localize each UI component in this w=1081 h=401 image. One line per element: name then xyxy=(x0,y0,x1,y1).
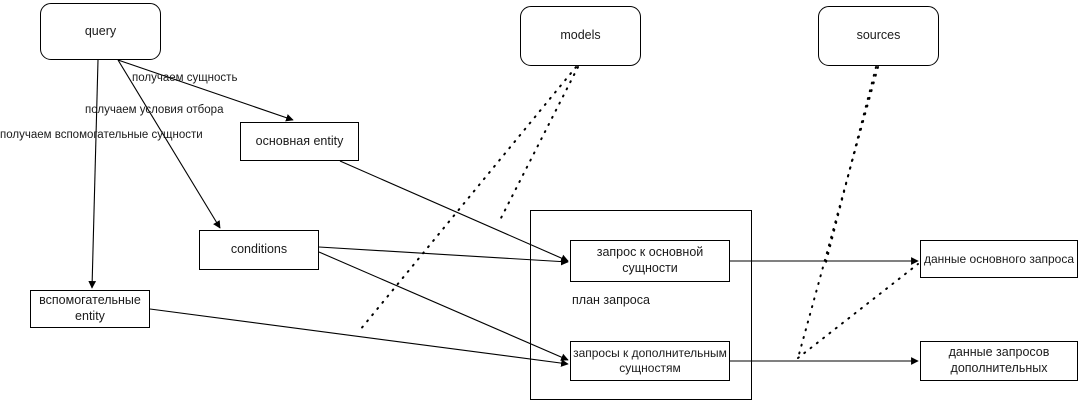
edge-aux-entity-to-extra-queries xyxy=(149,308,569,367)
edge-sources-to-junction xyxy=(797,66,879,359)
node-main-query[interactable]: запрос к основной сущности xyxy=(570,240,730,282)
node-aux-entity-label: вспомогательные entity xyxy=(39,293,141,323)
node-main-data-label: данные основного запроса xyxy=(923,251,1075,266)
edge-sources-to-junction-2 xyxy=(825,66,877,263)
edge-conditions-to-main-query xyxy=(318,246,569,266)
node-conditions-label: conditions xyxy=(230,242,288,257)
edge-label-get-aux-entities: получаем вспомогательные сущности xyxy=(0,129,203,141)
edge-conditions-to-extra-queries xyxy=(318,251,569,361)
node-main-query-label: запрос к основной сущности xyxy=(596,245,704,275)
group-plan xyxy=(530,210,752,400)
node-extra-queries[interactable]: запросы к дополнительным сущностям xyxy=(570,341,730,381)
node-extra-data[interactable]: данные запросов дополнительных xyxy=(920,341,1078,381)
node-query-label: query xyxy=(84,23,117,38)
edge-query-to-aux-entity xyxy=(88,59,99,289)
edge-models-to-main-query-area xyxy=(499,66,579,221)
node-sources[interactable]: sources xyxy=(818,6,939,66)
node-models-label: models xyxy=(560,28,601,43)
edge-query-to-conditions xyxy=(117,59,221,229)
node-main-entity-label: основная entity xyxy=(255,133,344,148)
edge-models-to-extra-queries-area xyxy=(359,66,577,331)
edge-query-to-main-entity xyxy=(117,59,294,122)
edge-junction-to-main-data xyxy=(797,263,919,359)
node-extra-data-label: данные запросов дополнительных xyxy=(948,345,1050,375)
edge-label-get-entity: получаем сущность xyxy=(132,72,238,84)
group-plan-label: план запроса xyxy=(572,293,650,307)
node-main-data[interactable]: данные основного запроса xyxy=(920,240,1078,278)
node-models[interactable]: models xyxy=(520,6,641,66)
node-main-entity[interactable]: основная entity xyxy=(240,122,359,161)
edge-label-get-conditions: получаем условия отбора xyxy=(85,104,224,116)
node-conditions[interactable]: conditions xyxy=(199,230,319,270)
node-extra-queries-label: запросы к дополнительным сущностям xyxy=(573,346,727,375)
node-query[interactable]: query xyxy=(40,3,161,60)
node-aux-entity[interactable]: вспомогательные entity xyxy=(30,290,150,328)
node-sources-label: sources xyxy=(856,28,901,43)
